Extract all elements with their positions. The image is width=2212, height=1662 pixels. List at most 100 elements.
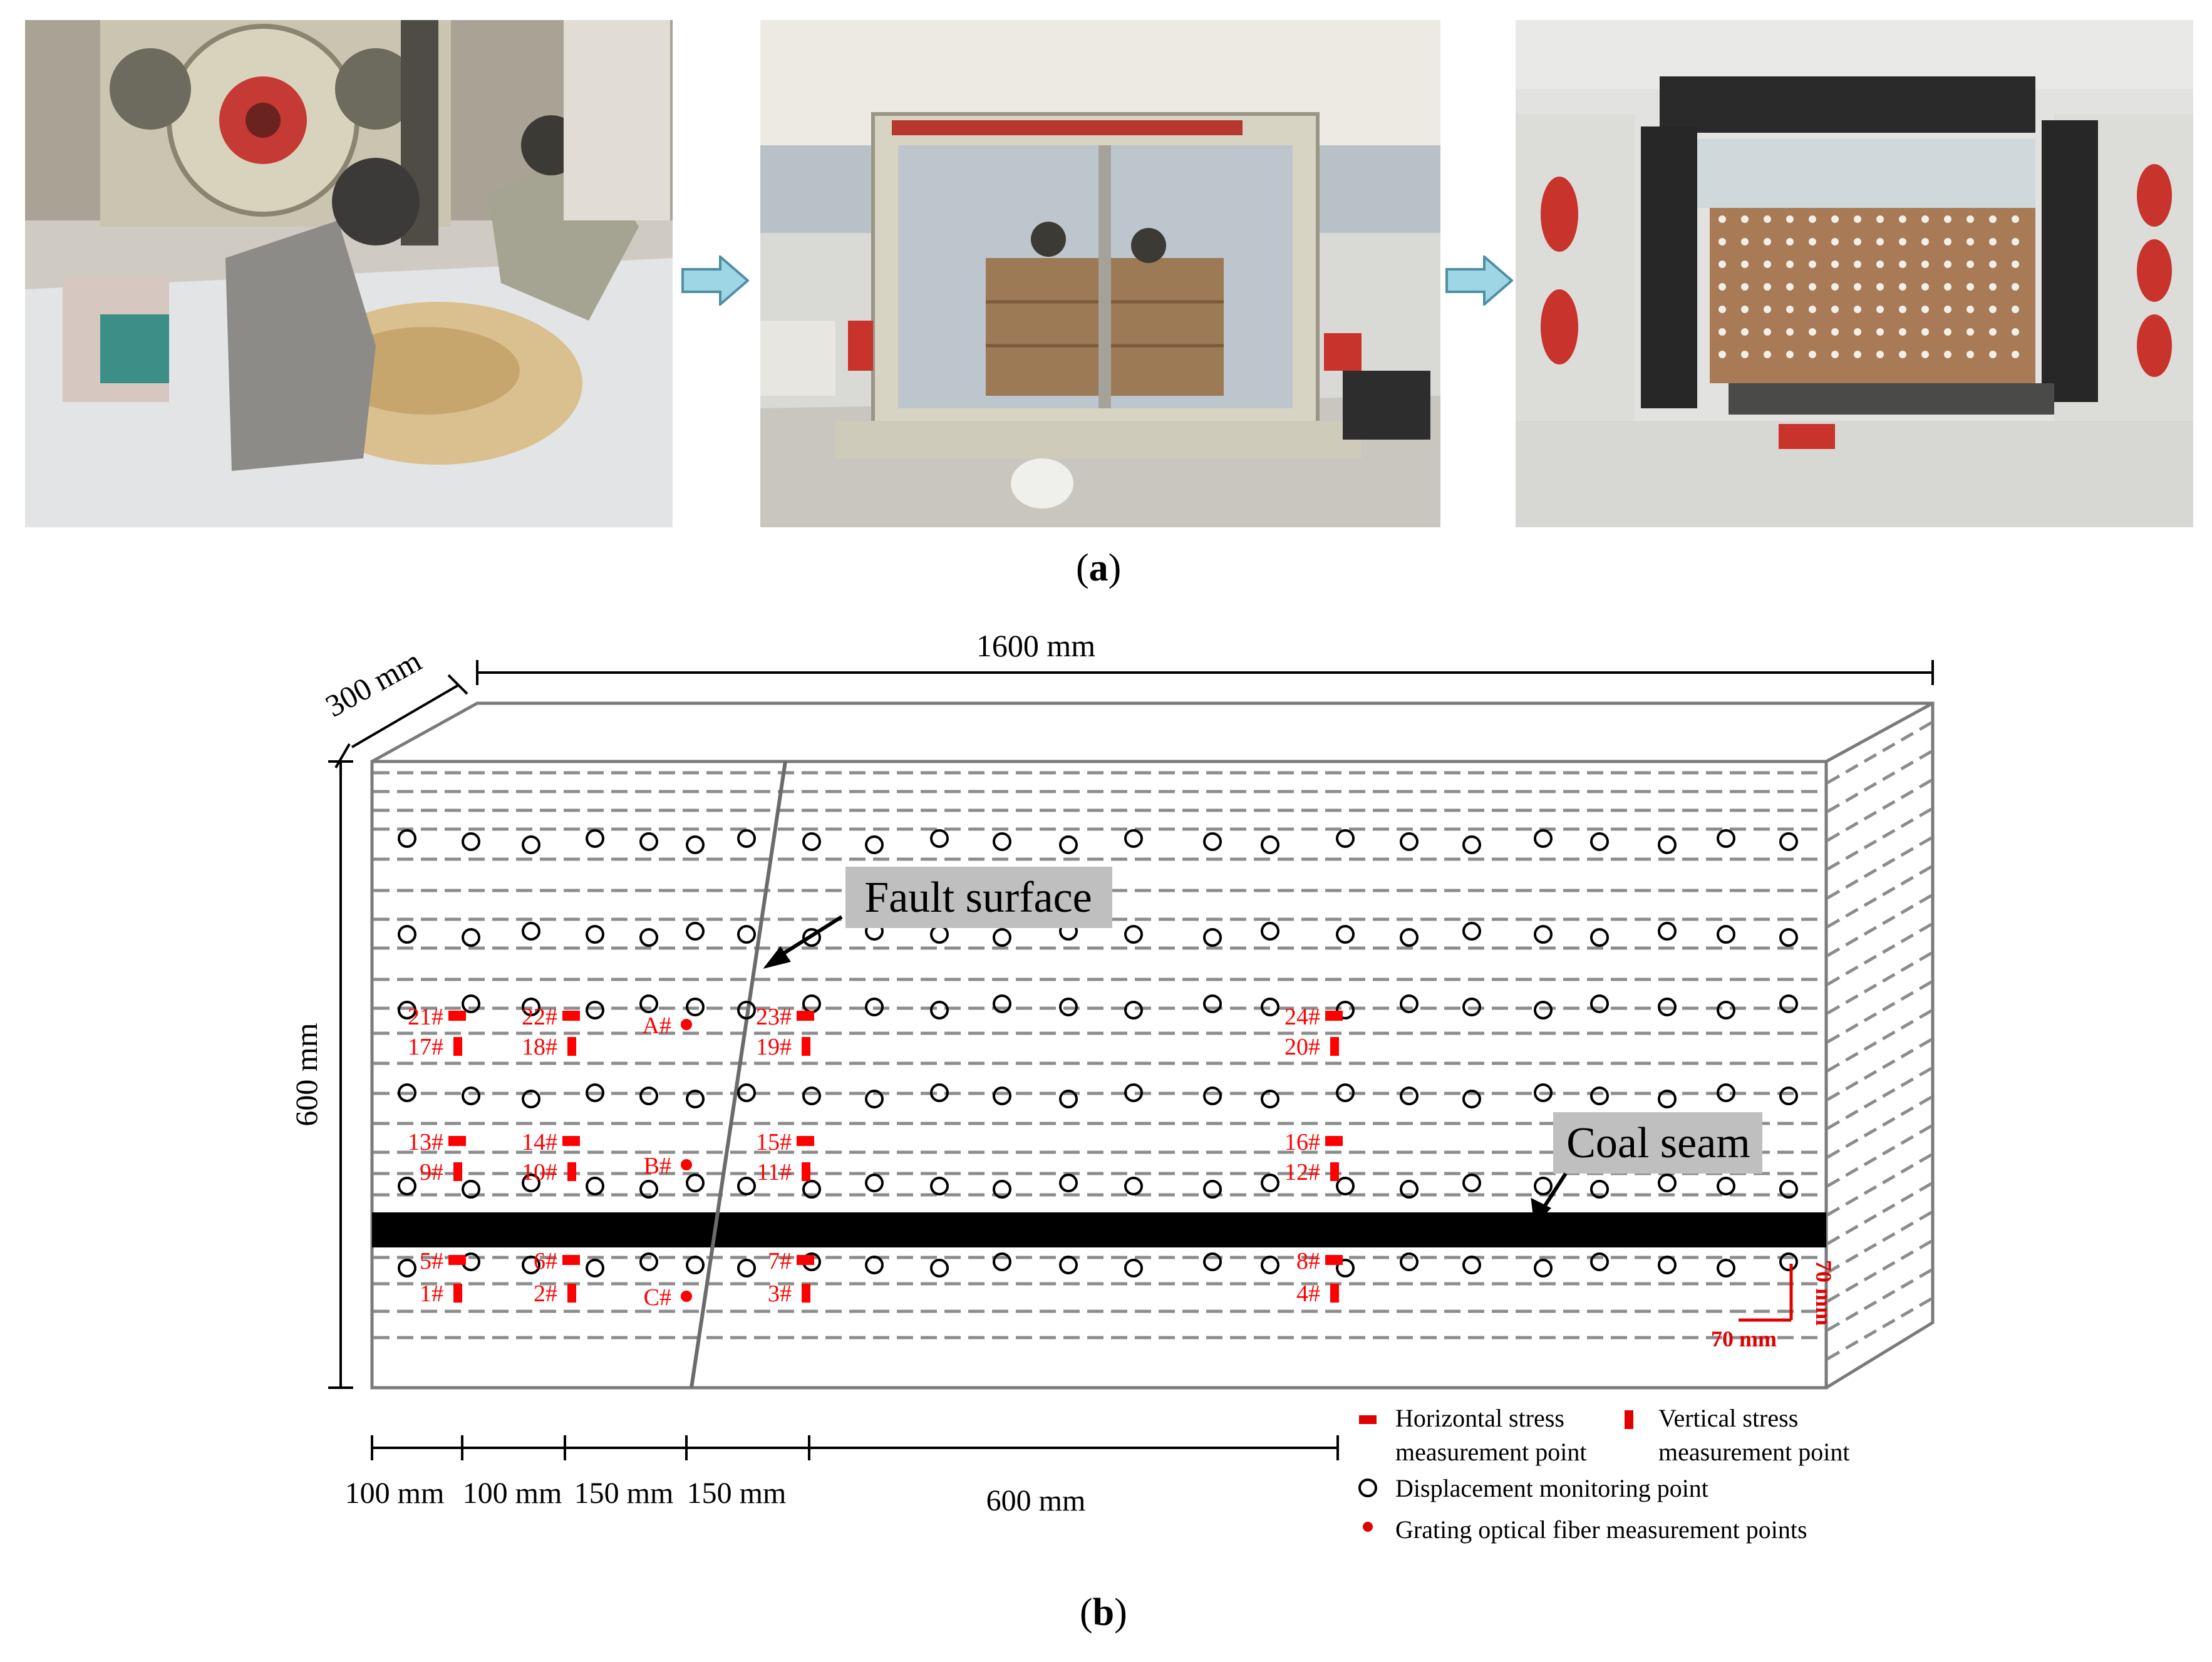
displacement-point — [1534, 829, 1553, 848]
displacement-point — [930, 829, 949, 848]
displacement-point — [1658, 998, 1677, 1016]
displacement-point — [1590, 1086, 1609, 1105]
vertical-stress-marker — [453, 1284, 462, 1303]
displacement-point — [1261, 998, 1279, 1016]
displacement-point — [586, 925, 604, 944]
displacement-point — [398, 1001, 416, 1019]
bottom-dimension-4: 150 mm — [687, 1477, 787, 1510]
displacement-point — [462, 1180, 480, 1199]
strata-line-side — [1826, 1124, 1933, 1188]
panel-a: (a) — [0, 0, 2212, 601]
displacement-point — [1534, 1259, 1553, 1277]
displacement-point — [522, 1090, 540, 1108]
legend-horizontal-line2: measurement point — [1395, 1438, 1586, 1466]
displacement-point — [522, 1174, 540, 1192]
displacement-point — [1203, 1086, 1222, 1105]
panel-a-label: (a) — [1076, 547, 1122, 589]
vertical-stress-label: 12# — [1284, 1159, 1320, 1185]
displacement-point — [930, 1259, 949, 1277]
displacement-point — [1336, 1177, 1355, 1195]
strata-line-side — [1826, 1297, 1933, 1361]
displacement-point — [1059, 1090, 1078, 1108]
coal-callout: Coal seam — [1566, 1119, 1750, 1167]
displacement-point — [993, 832, 1011, 851]
displacement-point — [737, 1259, 756, 1277]
fault-arrow — [763, 915, 843, 969]
displacement-point — [1336, 1259, 1355, 1277]
displacement-point — [1590, 832, 1609, 851]
legend-fiber: Grating optical fiber measurement points — [1395, 1515, 1807, 1544]
displacement-point — [1336, 1001, 1355, 1019]
displacement-point — [1717, 1259, 1735, 1277]
displacement-point — [1658, 835, 1677, 854]
strata-line-side — [1826, 836, 1933, 900]
horizontal-stress-label: 6# — [534, 1248, 557, 1274]
displacement-point — [639, 928, 658, 947]
horizontal-stress-label: 21# — [408, 1004, 443, 1030]
strata-line-side — [1826, 807, 1933, 871]
displacement-point — [1779, 1252, 1798, 1271]
vertical-stress-marker — [453, 1037, 462, 1056]
horizontal-stress-label: 5# — [420, 1248, 443, 1274]
displacement-point — [1261, 1090, 1279, 1108]
displacement-point — [1203, 832, 1222, 851]
displacement-point — [398, 829, 416, 848]
bottom-dimension-3: 150 mm — [574, 1477, 674, 1510]
displacement-point — [737, 1177, 756, 1195]
horizontal-stress-marker — [1325, 1255, 1343, 1265]
displacement-point — [1124, 1083, 1143, 1102]
vertical-stress-label: 9# — [420, 1159, 443, 1185]
displacement-point — [1534, 1001, 1553, 1019]
displacement-point — [993, 1252, 1011, 1271]
displacement-point — [398, 1177, 416, 1195]
vertical-stress-marker — [802, 1162, 810, 1181]
horizontal-stress-marker — [562, 1011, 580, 1021]
vertical-stress-marker — [1330, 1162, 1339, 1181]
vertical-stress-label: 3# — [768, 1281, 792, 1307]
fault-callout-box — [845, 867, 1112, 928]
displacement-point — [522, 835, 540, 854]
spacing-v-label: 70 mm — [1811, 1260, 1836, 1326]
vertical-stress-marker — [802, 1037, 810, 1056]
fiber-point-label: A# — [643, 1013, 671, 1039]
vertical-stress-marker — [802, 1284, 810, 1303]
displacement-point — [639, 832, 658, 851]
strata-line-side — [1826, 1239, 1933, 1303]
fiber-point-label: C# — [644, 1284, 671, 1311]
displacement-point — [802, 928, 821, 947]
horizontal-stress-label: 8# — [1296, 1248, 1320, 1274]
spacing-marker — [1739, 1264, 1793, 1322]
displacement-point — [1534, 925, 1553, 944]
displacement-point — [802, 1086, 821, 1105]
vertical-stress-label: 18# — [522, 1034, 557, 1060]
displacement-point — [1462, 1256, 1481, 1274]
displacement-point — [1124, 829, 1143, 848]
horizontal-stress-marker — [562, 1255, 580, 1265]
displacement-point — [586, 1259, 604, 1277]
displacement-point — [1590, 1252, 1609, 1271]
arrow-icon — [681, 255, 749, 306]
displacement-point — [993, 1086, 1011, 1105]
displacement-point — [1717, 829, 1735, 848]
displacement-point — [1400, 1180, 1419, 1199]
displacement-point — [1590, 994, 1609, 1013]
stress-points: 21#17#22#18#23#19#24#20#13#9#14#10#15#11… — [408, 1004, 1343, 1307]
displacement-point — [993, 994, 1011, 1013]
displacement-point — [522, 998, 540, 1016]
vertical-stress-marker — [567, 1037, 576, 1056]
displacement-point — [1059, 1174, 1078, 1192]
displacement-point — [1462, 1174, 1481, 1192]
legend-vertical-line1: Vertical stress — [1658, 1404, 1798, 1432]
legend-vertical-line2: measurement point — [1658, 1438, 1849, 1466]
spacing-h-label: 70 mm — [1711, 1326, 1777, 1351]
photo-material-mixing — [25, 20, 673, 527]
displacement-point — [737, 1001, 756, 1019]
displacement-point — [865, 835, 884, 854]
vertical-stress-label: 1# — [420, 1281, 443, 1307]
displacement-point — [1203, 1252, 1222, 1271]
horizontal-stress-label: 15# — [756, 1129, 792, 1155]
fiber-point — [681, 1159, 692, 1170]
vertical-stress-label: 20# — [1284, 1034, 1320, 1060]
displacement-point — [865, 1090, 884, 1108]
horizontal-stress-label: 16# — [1284, 1129, 1320, 1155]
